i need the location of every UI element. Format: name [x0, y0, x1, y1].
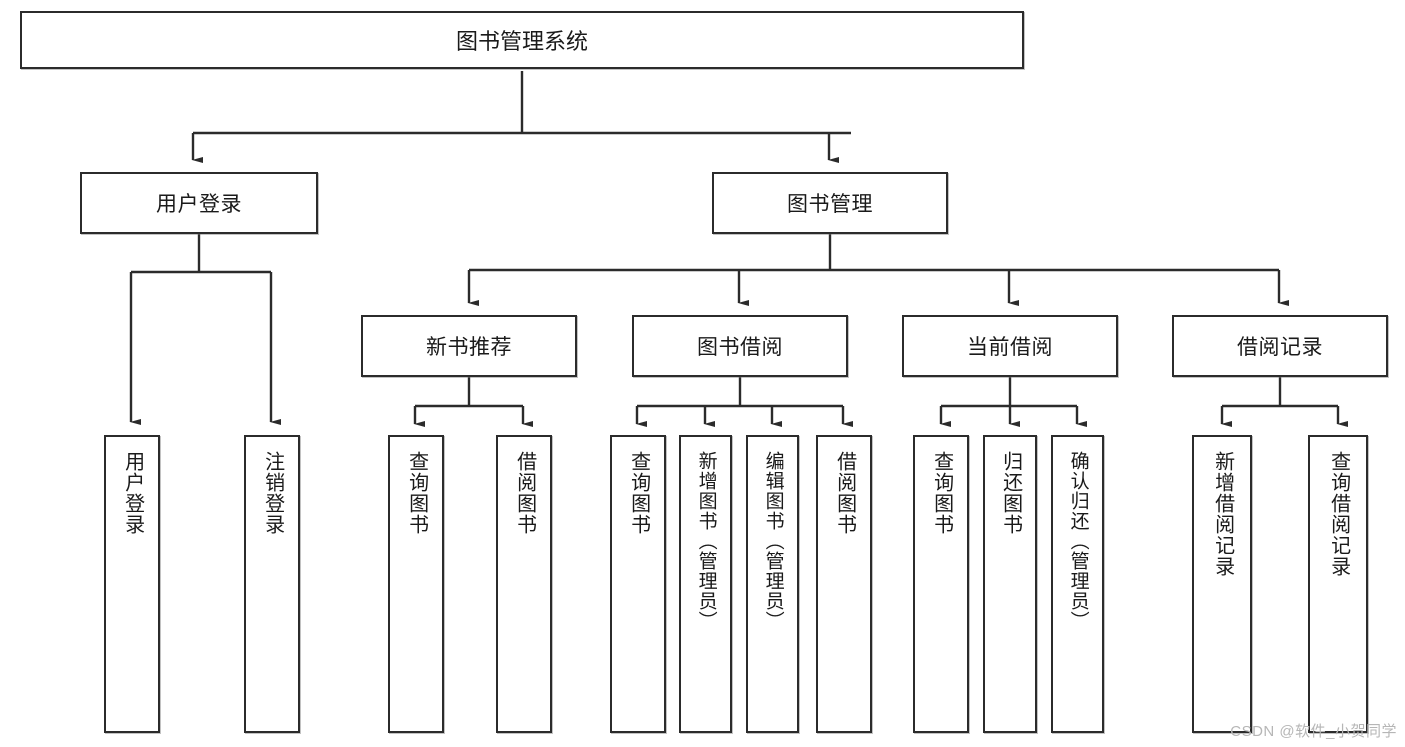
- node-label: 借阅图书: [513, 451, 536, 535]
- node-current-borrow[interactable]: 当前借阅: [902, 315, 1118, 377]
- node-label: 当前借阅: [967, 336, 1053, 359]
- node-label: 查询借阅记录: [1327, 451, 1350, 577]
- node-label: 注销登录: [261, 451, 284, 535]
- node-borrow-record[interactable]: 借阅记录: [1172, 315, 1388, 377]
- node-user-login[interactable]: 用户登录: [80, 172, 318, 234]
- node-label: 图书管理系统: [455, 29, 588, 54]
- node-root-book-management-system[interactable]: 图书管理系统: [20, 11, 1024, 69]
- node-leaf-borrow-book-recommend[interactable]: 借阅图书: [496, 435, 552, 733]
- node-label: 确认归还（管理员）: [1067, 451, 1089, 631]
- node-leaf-add-borrow-record[interactable]: 新增借阅记录: [1192, 435, 1252, 733]
- node-label: 新书推荐: [426, 336, 512, 359]
- node-leaf-confirm-return-admin[interactable]: 确认归还（管理员）: [1051, 435, 1104, 733]
- node-label: 用户登录: [156, 193, 242, 216]
- node-label: 编辑图书（管理员）: [762, 451, 784, 631]
- node-label: 图书管理: [787, 193, 873, 216]
- node-book-management[interactable]: 图书管理: [712, 172, 948, 234]
- node-label: 新增图书（管理员）: [695, 451, 717, 631]
- node-label: 查询图书: [405, 451, 428, 535]
- node-label: 图书借阅: [697, 336, 783, 359]
- node-label: 查询图书: [930, 451, 953, 535]
- watermark-text: CSDN @软件_小贺同学: [1230, 723, 1397, 740]
- node-label: 借阅图书: [833, 451, 856, 535]
- node-label: 查询图书: [627, 451, 650, 535]
- node-label: 借阅记录: [1237, 336, 1323, 359]
- node-leaf-edit-book-admin[interactable]: 编辑图书（管理员）: [746, 435, 799, 733]
- node-leaf-query-book-borrow[interactable]: 查询图书: [610, 435, 666, 733]
- node-leaf-borrow-book-borrow[interactable]: 借阅图书: [816, 435, 872, 733]
- node-book-borrow[interactable]: 图书借阅: [632, 315, 848, 377]
- node-leaf-add-book-admin[interactable]: 新增图书（管理员）: [679, 435, 732, 733]
- node-leaf-query-book-current[interactable]: 查询图书: [913, 435, 969, 733]
- node-leaf-query-book-recommend[interactable]: 查询图书: [388, 435, 444, 733]
- node-new-book-recommend[interactable]: 新书推荐: [361, 315, 577, 377]
- node-leaf-logout[interactable]: 注销登录: [244, 435, 300, 733]
- node-label: 用户登录: [121, 451, 144, 535]
- node-leaf-query-borrow-record[interactable]: 查询借阅记录: [1308, 435, 1368, 733]
- node-label: 新增借阅记录: [1211, 451, 1234, 577]
- node-leaf-user-login[interactable]: 用户登录: [104, 435, 160, 733]
- node-label: 归还图书: [999, 451, 1022, 535]
- node-leaf-return-book[interactable]: 归还图书: [983, 435, 1037, 733]
